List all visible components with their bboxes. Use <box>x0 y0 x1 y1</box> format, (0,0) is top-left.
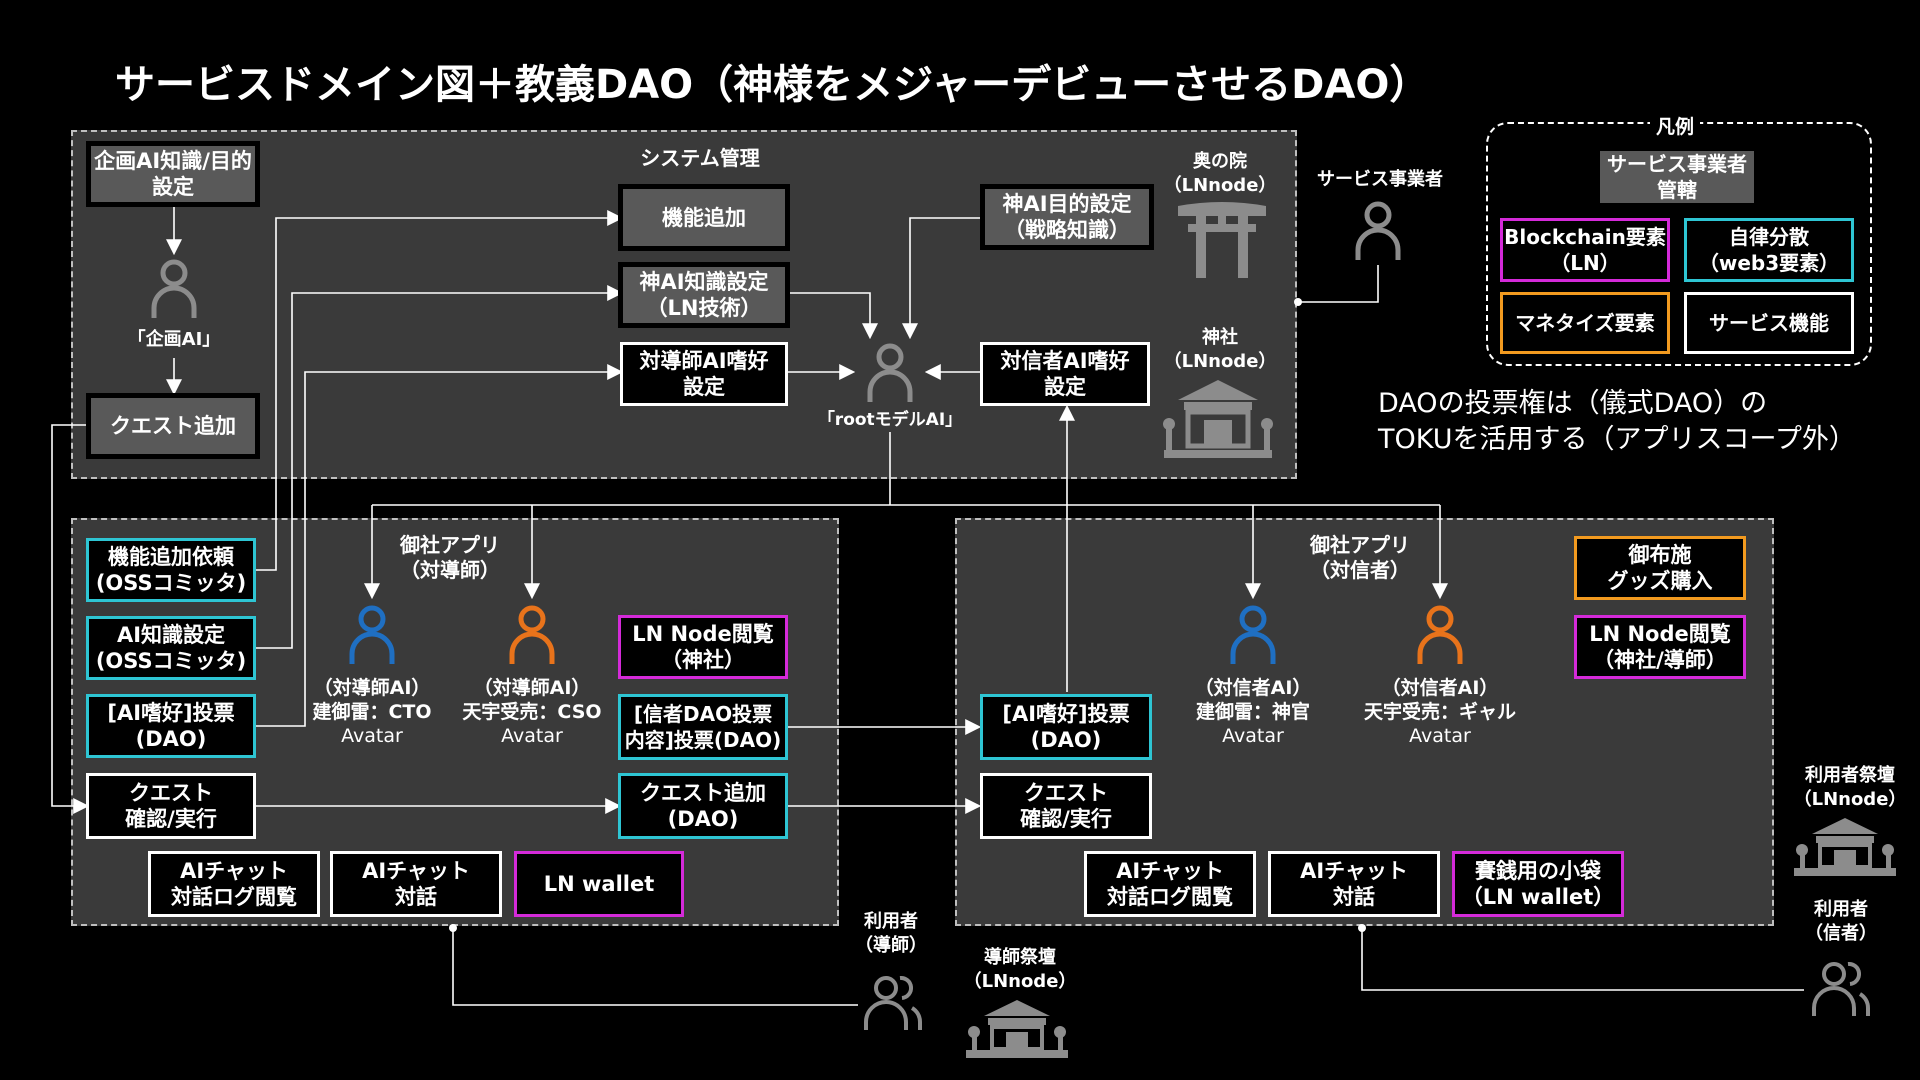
right-orange-avatar-icon <box>1417 605 1463 664</box>
saisen-pouch-box[interactable]: 賽銭用の小袋 （LN wallet） <box>1452 851 1624 917</box>
right-ai-chat-box[interactable]: AIチャット 対話 <box>1268 851 1440 917</box>
kikaku-ai-label: 「企画AI」 <box>127 329 221 350</box>
left-ai-pref-vote-box[interactable]: [AI嗜好]投票 (DAO) <box>86 694 256 758</box>
right-orange-role: （対信者AI） <box>1381 677 1499 699</box>
feature-request-box[interactable]: 機能追加依頼 (OSSコミッタ) <box>86 538 256 602</box>
left-blue-role: （対導師AI） <box>313 677 431 699</box>
user-shinja-label: 利用者 （信者） <box>1805 899 1877 944</box>
user-doushi-icon <box>864 975 923 1030</box>
left-orange-avatar-icon <box>509 605 555 664</box>
left-blue-avatar-icon <box>349 605 395 664</box>
left-blue-type: Avatar <box>341 725 403 747</box>
torii-icon <box>1178 202 1266 278</box>
ai-knowledge-setting-box[interactable]: AI知識設定 (OSSコミッタ) <box>86 616 256 680</box>
kikaku-ai-setting-box[interactable]: 企画AI知識/目的 設定 <box>88 143 258 205</box>
jinja-label: 神社 （LNnode） <box>1163 327 1277 372</box>
right-app-label: 御社アプリ （対信者） <box>1310 533 1410 582</box>
right-blue-type: Avatar <box>1222 725 1284 747</box>
left-orange-avatar-text: （対導師AI） 天宇受売：CSO Avatar <box>452 676 612 748</box>
kinou-tsuika-box[interactable]: 機能追加 <box>620 186 788 249</box>
user-shinja-icon <box>1812 961 1871 1016</box>
shrine-icon <box>1163 380 1273 458</box>
page-title: サービスドメイン図＋教義DAO（神様をメジャーデビューさせるDAO） <box>115 62 1430 108</box>
legend-management: サービス事業者 管轄 <box>1597 148 1757 206</box>
root-ai-person-icon <box>867 343 913 402</box>
right-blue-name: 建御雷：神官 <box>1195 701 1310 723</box>
legend-monetize: マネタイズ要素 <box>1500 292 1670 354</box>
kikaku-ai-person-icon <box>151 259 197 318</box>
right-ai-chat-log-box[interactable]: AIチャット 対話ログ閲覧 <box>1084 851 1256 917</box>
taishinja-pref-box[interactable]: 対信者AI嗜好 設定 <box>980 342 1150 406</box>
left-quest-confirm-box[interactable]: クエスト 確認/実行 <box>86 773 256 839</box>
left-orange-type: Avatar <box>501 725 563 747</box>
system-label: システム管理 <box>640 146 760 170</box>
user-altar-label: 利用者祭壇 （LNnode） <box>1793 765 1907 810</box>
right-blue-role: （対信者AI） <box>1194 677 1312 699</box>
doushi-altar-label: 導師祭壇 （LNnode） <box>963 947 1077 992</box>
left-orange-role: （対導師AI） <box>473 677 591 699</box>
root-ai-label: 「rootモデルAI」 <box>806 408 974 432</box>
right-ai-pref-vote-box[interactable]: [AI嗜好]投票 (DAO) <box>980 694 1152 760</box>
right-ln-node-view-box[interactable]: LN Node閲覧 （神社/導師） <box>1574 615 1746 679</box>
right-orange-name: 天宇受売：ギャル <box>1363 701 1516 723</box>
left-blue-avatar-text: （対導師AI） 建御雷：CTO Avatar <box>292 676 452 748</box>
legend-blockchain: Blockchain要素 （LN） <box>1500 218 1670 282</box>
left-app-label: 御社アプリ （対導師） <box>400 533 500 582</box>
left-ai-chat-log-box[interactable]: AIチャット 対話ログ閲覧 <box>148 851 320 917</box>
dao-note-line1: DAOの投票権は（儀式DAO）の <box>1378 388 1768 419</box>
right-orange-avatar-text: （対信者AI） 天宇受売：ギャル Avatar <box>1340 676 1540 748</box>
quest-add-system-box[interactable]: クエスト追加 <box>88 395 258 457</box>
user-altar-shrine-icon <box>1794 818 1896 876</box>
right-blue-avatar-text: （対信者AI） 建御雷：神官 Avatar <box>1168 676 1338 748</box>
legend-autonomous: 自律分散 （web3要素） <box>1684 218 1854 282</box>
offering-goods-box[interactable]: 御布施 グッズ購入 <box>1574 536 1746 600</box>
dao-note-line2: TOKUを活用する（アプリスコープ外） <box>1378 424 1856 455</box>
left-ai-chat-box[interactable]: AIチャット 対話 <box>330 851 502 917</box>
right-quest-confirm-box[interactable]: クエスト 確認/実行 <box>980 773 1152 839</box>
believer-dao-vote-box[interactable]: [信者DAO投票 内容]投票(DAO) <box>618 694 788 760</box>
dao-note: DAOの投票権は（儀式DAO）の TOKUを活用する（アプリスコープ外） <box>1378 386 1856 458</box>
doushi-altar-shrine-icon <box>966 1000 1068 1058</box>
service-operator-label: サービス事業者 <box>1317 169 1443 190</box>
left-ln-node-view-box[interactable]: LN Node閲覧 （神社） <box>618 615 788 679</box>
ln-wallet-box[interactable]: LN wallet <box>514 851 684 917</box>
legend-title: 凡例 <box>1650 112 1701 139</box>
kami-ai-knowledge-box[interactable]: 神AI知識設定 （LN技術） <box>620 264 788 326</box>
left-blue-name: 建御雷：CTO <box>312 701 432 723</box>
left-orange-name: 天宇受売：CSO <box>462 701 602 723</box>
okunoin-label: 奥の院 （LNnode） <box>1163 151 1277 196</box>
taidoushi-pref-box[interactable]: 対導師AI嗜好 設定 <box>620 342 788 406</box>
legend-service: サービス機能 <box>1684 292 1854 354</box>
kami-ai-purpose-box[interactable]: 神AI目的設定 （戦略知識） <box>982 186 1152 248</box>
right-orange-type: Avatar <box>1409 725 1471 747</box>
service-operator-person-icon <box>1355 201 1401 260</box>
user-doushi-label: 利用者 （導師） <box>855 911 927 956</box>
quest-add-dao-box[interactable]: クエスト追加 (DAO) <box>618 773 788 839</box>
right-blue-avatar-icon <box>1230 605 1276 664</box>
